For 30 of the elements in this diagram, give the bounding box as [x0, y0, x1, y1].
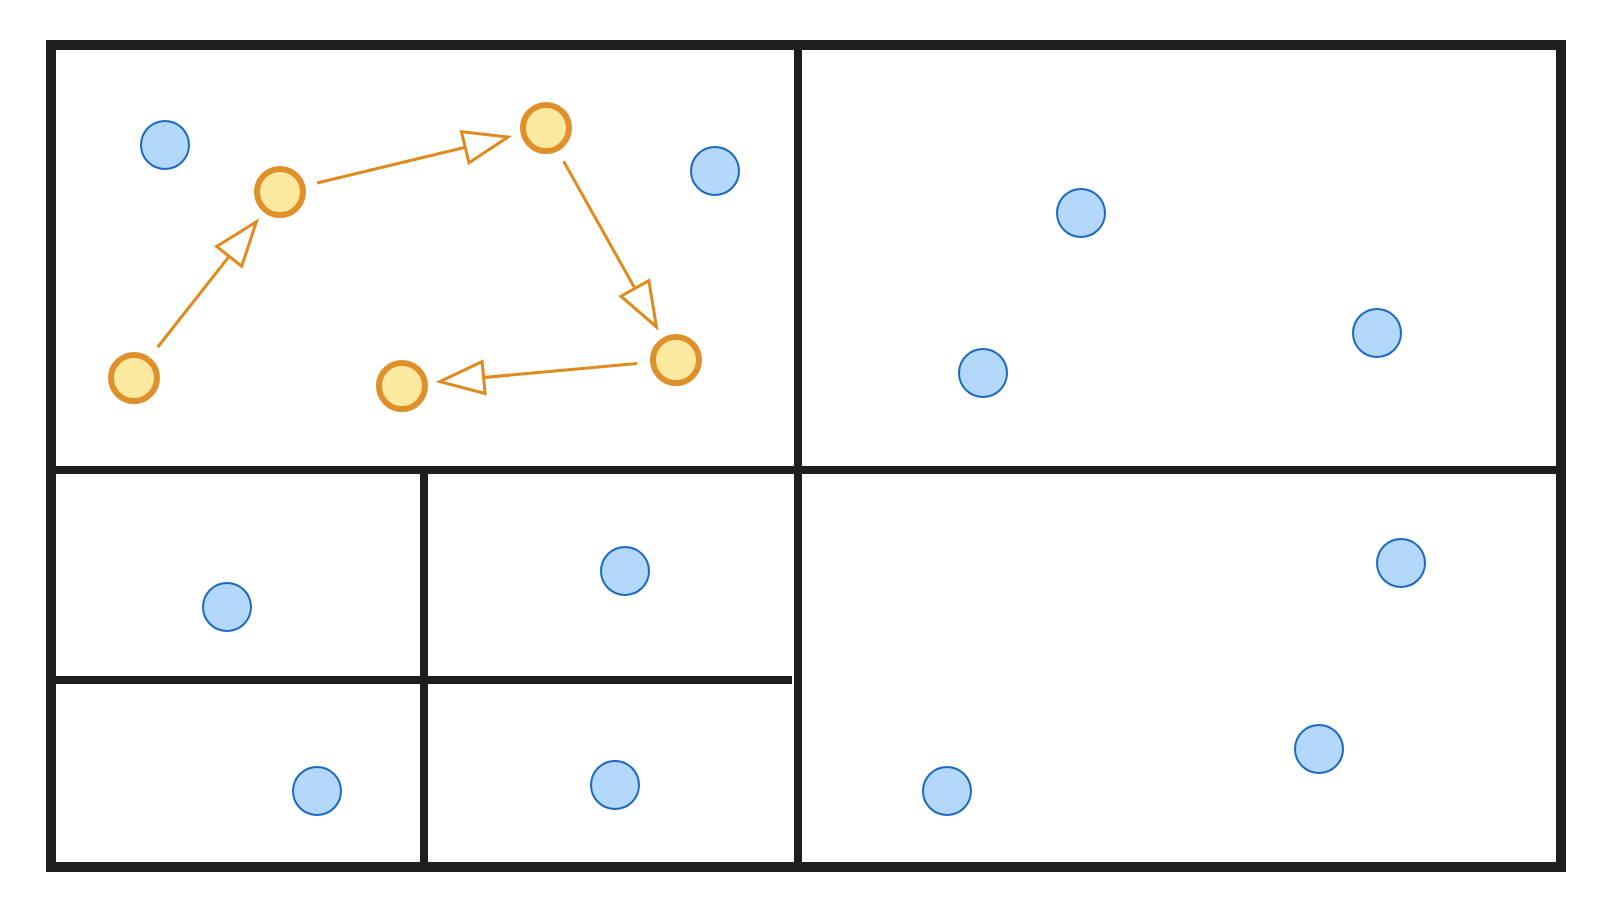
- region-cell: [56, 679, 424, 861]
- highlighted-point-icon: [254, 166, 306, 218]
- point-icon: [958, 347, 1008, 397]
- region-cell: [56, 473, 424, 679]
- arrow: [316, 130, 510, 185]
- point-icon: [590, 760, 640, 810]
- region-cell: [797, 469, 1556, 862]
- boundary-frame: [46, 40, 1566, 872]
- point-icon: [1376, 537, 1426, 587]
- region-cell: [56, 50, 797, 469]
- point-icon: [201, 582, 251, 632]
- region-cell: [56, 469, 797, 862]
- point-icon: [922, 765, 972, 815]
- highlighted-point-icon: [519, 102, 571, 154]
- highlighted-point-icon: [649, 334, 701, 386]
- point-icon: [291, 766, 341, 816]
- arrow: [562, 160, 658, 329]
- point-icon: [689, 146, 739, 196]
- region-cell: [424, 679, 792, 861]
- point-icon: [139, 119, 189, 169]
- point-icon: [1294, 723, 1344, 773]
- point-icon: [1056, 188, 1106, 238]
- arrow: [438, 360, 638, 395]
- region-cell: [797, 50, 1556, 469]
- point-icon: [599, 545, 649, 595]
- point-icon: [1351, 307, 1401, 357]
- highlighted-point-icon: [108, 351, 160, 403]
- region-cell: [424, 473, 792, 679]
- highlighted-point-icon: [376, 359, 428, 411]
- arrow: [156, 220, 258, 349]
